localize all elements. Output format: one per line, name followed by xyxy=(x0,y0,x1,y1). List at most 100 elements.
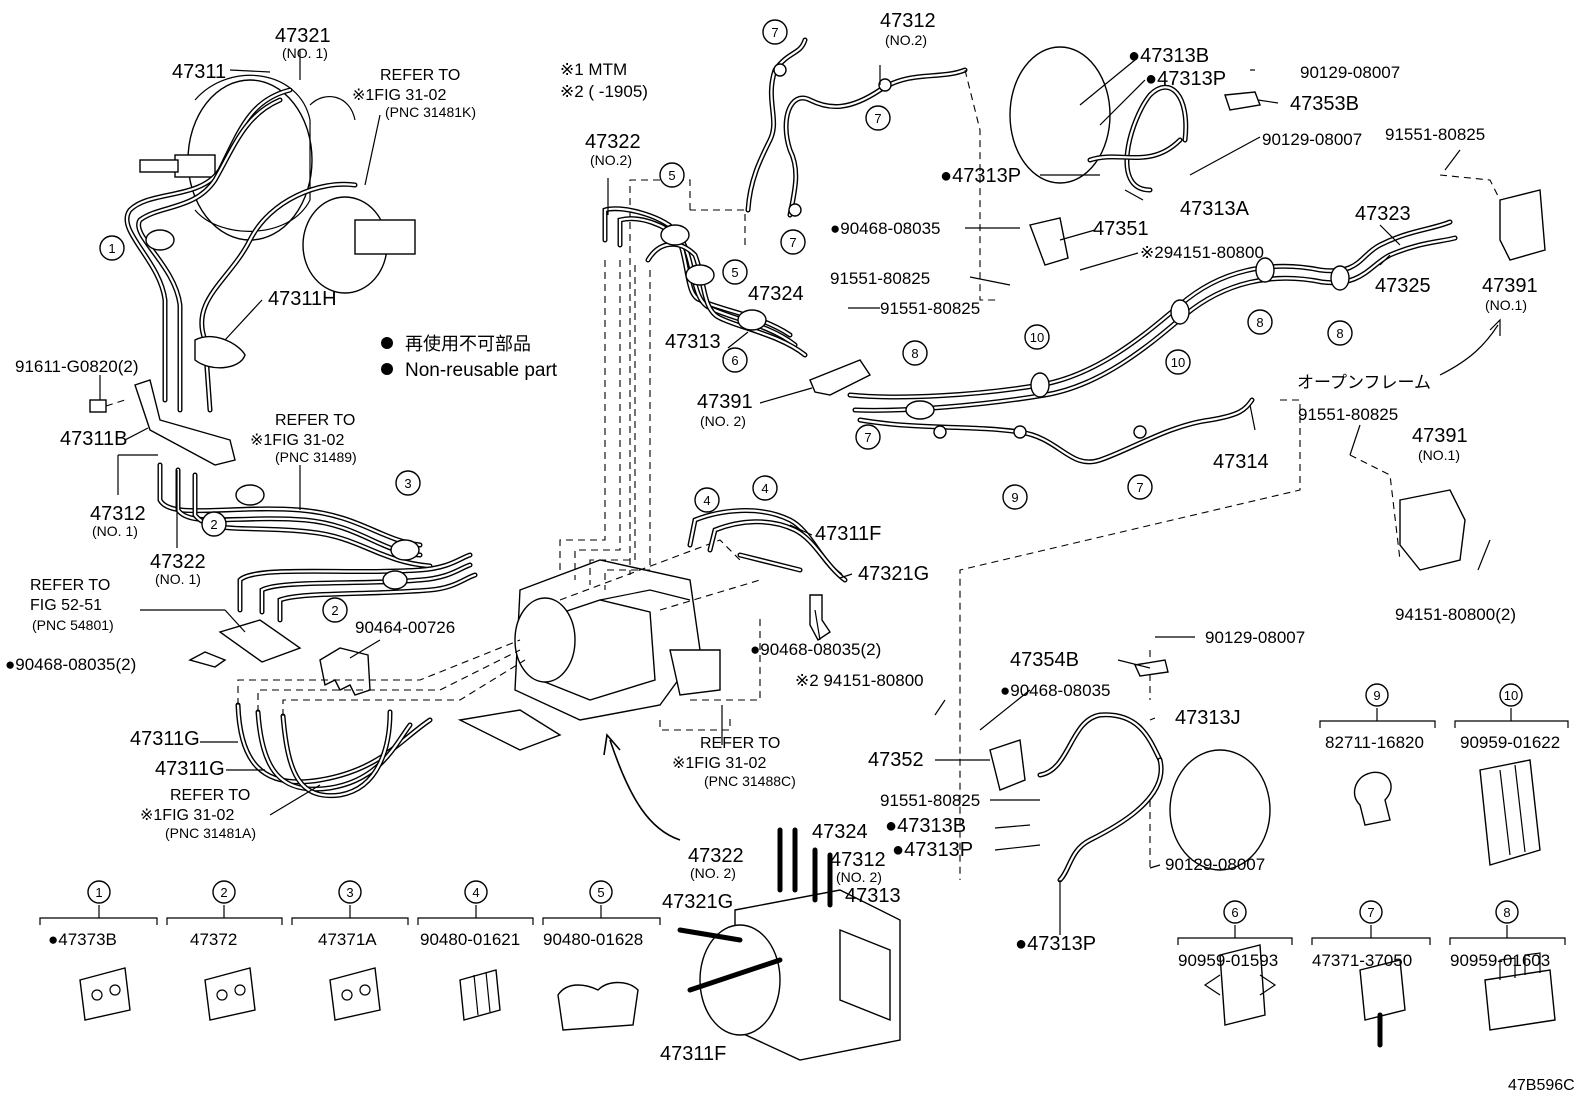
label-91551-right: 91551-80825 xyxy=(830,269,930,288)
marker-circle-5 xyxy=(722,259,748,285)
marker-number-8: 8 xyxy=(911,346,918,361)
callout-part-4: 90480-01621 xyxy=(420,930,520,949)
callout-part-8: 90959-01603 xyxy=(1450,951,1550,970)
label-47314: 47314 xyxy=(1213,451,1269,473)
label-90468-bottomright: ●90468-08035 xyxy=(1000,681,1110,700)
marker-number-7: 7 xyxy=(874,111,881,126)
clip-90468-center xyxy=(809,594,831,642)
label-47312-no2-top: 47312 xyxy=(880,10,936,32)
label-47313b-top: ●47313B xyxy=(1128,45,1209,67)
diagram-code: 47B596C xyxy=(1508,1077,1575,1094)
ref3-pnc: (PNC 54801) xyxy=(32,617,114,633)
label-47322-bottom: 47322 xyxy=(688,845,744,867)
bracket-47391-no1-open-frame xyxy=(1399,489,1466,571)
marker-circle-8 xyxy=(1247,309,1273,335)
label-47353b: 47353B xyxy=(1290,93,1359,115)
marker-number-5: 5 xyxy=(668,168,675,183)
label-47391-no1-openframe-sub: (NO.1) xyxy=(1418,447,1460,463)
clip-illustrations xyxy=(79,759,1556,1048)
label-47311g-1: 47311G xyxy=(130,728,200,750)
label-47311h: 47311H xyxy=(268,288,337,310)
callout-circle-4 xyxy=(464,880,488,904)
marker-number-7: 7 xyxy=(1136,480,1143,495)
marker-circle-1 xyxy=(99,235,125,261)
label-47311: 47311 xyxy=(172,61,226,83)
callout-number-1: 1 xyxy=(95,885,102,900)
legend-jp: 再使用不可部品 xyxy=(405,334,531,354)
marker-circle-5 xyxy=(659,162,685,188)
label-47312-bottom-sub: (NO. 2) xyxy=(836,869,882,885)
marker-circle-7 xyxy=(780,229,806,255)
label-47391-no2-sub: (NO. 2) xyxy=(700,413,746,429)
label-47311f-center: 47311F xyxy=(815,523,881,545)
marker-number-1: 1 xyxy=(108,241,115,256)
ref1-fig: ※1FIG 31-02 xyxy=(352,87,446,104)
label-47313p-bottom2: ●47313P xyxy=(1015,933,1096,955)
label-91551-bottom: 91551-80825 xyxy=(880,791,980,810)
label-47313j: 47313J xyxy=(1175,707,1241,729)
callout-number-2: 2 xyxy=(220,885,227,900)
legend-dot-1 xyxy=(381,337,393,349)
callout-circle-2 xyxy=(212,880,236,904)
abs-module-detail xyxy=(677,827,901,1061)
label-47311b: 47311B xyxy=(60,428,127,450)
label-47312-no1-sub: (NO. 1) xyxy=(92,523,138,539)
label-47313p-top: ●47313P xyxy=(1145,68,1226,90)
callout-part-1: ●47373B xyxy=(48,930,117,949)
plate-fig52 xyxy=(218,619,302,663)
marker-number-7: 7 xyxy=(789,235,796,250)
callout-number-3: 3 xyxy=(346,885,353,900)
dashed-connectors-center xyxy=(237,179,761,731)
marker-circle-2 xyxy=(322,597,348,623)
label-open-frame: オープンフレーム xyxy=(1297,373,1431,392)
marker-number-4: 4 xyxy=(761,481,768,496)
callout-circle-9 xyxy=(1365,683,1389,707)
callout-circle-1 xyxy=(87,880,111,904)
clamp-90464 xyxy=(319,647,371,696)
ref2-fig: ※1FIG 31-02 xyxy=(250,432,344,449)
label-47391-no1-top: 47391 xyxy=(1482,275,1538,297)
label-47321g-center: 47321G xyxy=(858,563,929,585)
label-47352: 47352 xyxy=(868,749,924,771)
callout-number-10: 10 xyxy=(1504,688,1518,703)
note-1: ※1 MTM xyxy=(560,60,627,79)
bracket-47311b xyxy=(134,379,236,466)
label-47311g-2: 47311G xyxy=(155,758,225,780)
callout-part-9: 82711-16820 xyxy=(1325,733,1424,752)
leader-lines xyxy=(99,50,1491,935)
callout-number-8: 8 xyxy=(1503,905,1510,920)
label-90129-bottom2: 90129-08007 xyxy=(1165,855,1265,874)
callout-part-5: 90480-01628 xyxy=(543,930,643,949)
note-2: ※2 ( -1905) xyxy=(560,82,648,101)
label-47391-no1-top-sub: (NO.1) xyxy=(1485,297,1527,313)
ref4-pnc: (PNC 31481A) xyxy=(165,825,256,841)
callout-circle-5 xyxy=(589,880,613,904)
marker-circle-6 xyxy=(722,347,748,373)
callout-number-6: 6 xyxy=(1231,905,1238,920)
label-90129-top2: 90129-08007 xyxy=(1262,130,1362,149)
label-90468-left: ●90468-08035(2) xyxy=(5,655,136,674)
dashed-connectors-right xyxy=(959,69,1501,880)
callout-circle-7 xyxy=(1359,900,1383,924)
ref1-title: REFER TO xyxy=(380,67,460,84)
callout-circle-10 xyxy=(1499,683,1523,707)
ref5-title: REFER TO xyxy=(700,735,780,752)
label-47312-no1: 47312 xyxy=(90,503,146,525)
callout-part-2: 47372 xyxy=(190,930,237,949)
center-brake-pipes xyxy=(602,37,968,583)
callout-number-5: 5 xyxy=(597,885,604,900)
label-90464: 90464-00726 xyxy=(355,618,455,637)
callout-brackets xyxy=(39,708,1569,945)
label-90129-top1: 90129-08007 xyxy=(1300,63,1400,82)
legend-en: Non-reusable part xyxy=(405,360,558,381)
marker-number-10: 10 xyxy=(1171,355,1185,370)
label-91551-center: 91551-80825 xyxy=(880,299,980,318)
label-47321g-bottom: 47321G xyxy=(662,891,733,913)
bracket-47391-no2 xyxy=(809,359,872,396)
marker-circle-4 xyxy=(694,487,720,513)
rear-drum-bottom xyxy=(989,659,1271,883)
marker-number-5: 5 xyxy=(731,265,738,280)
marker-circle-8 xyxy=(1327,320,1353,346)
marker-circle-7 xyxy=(855,424,881,450)
